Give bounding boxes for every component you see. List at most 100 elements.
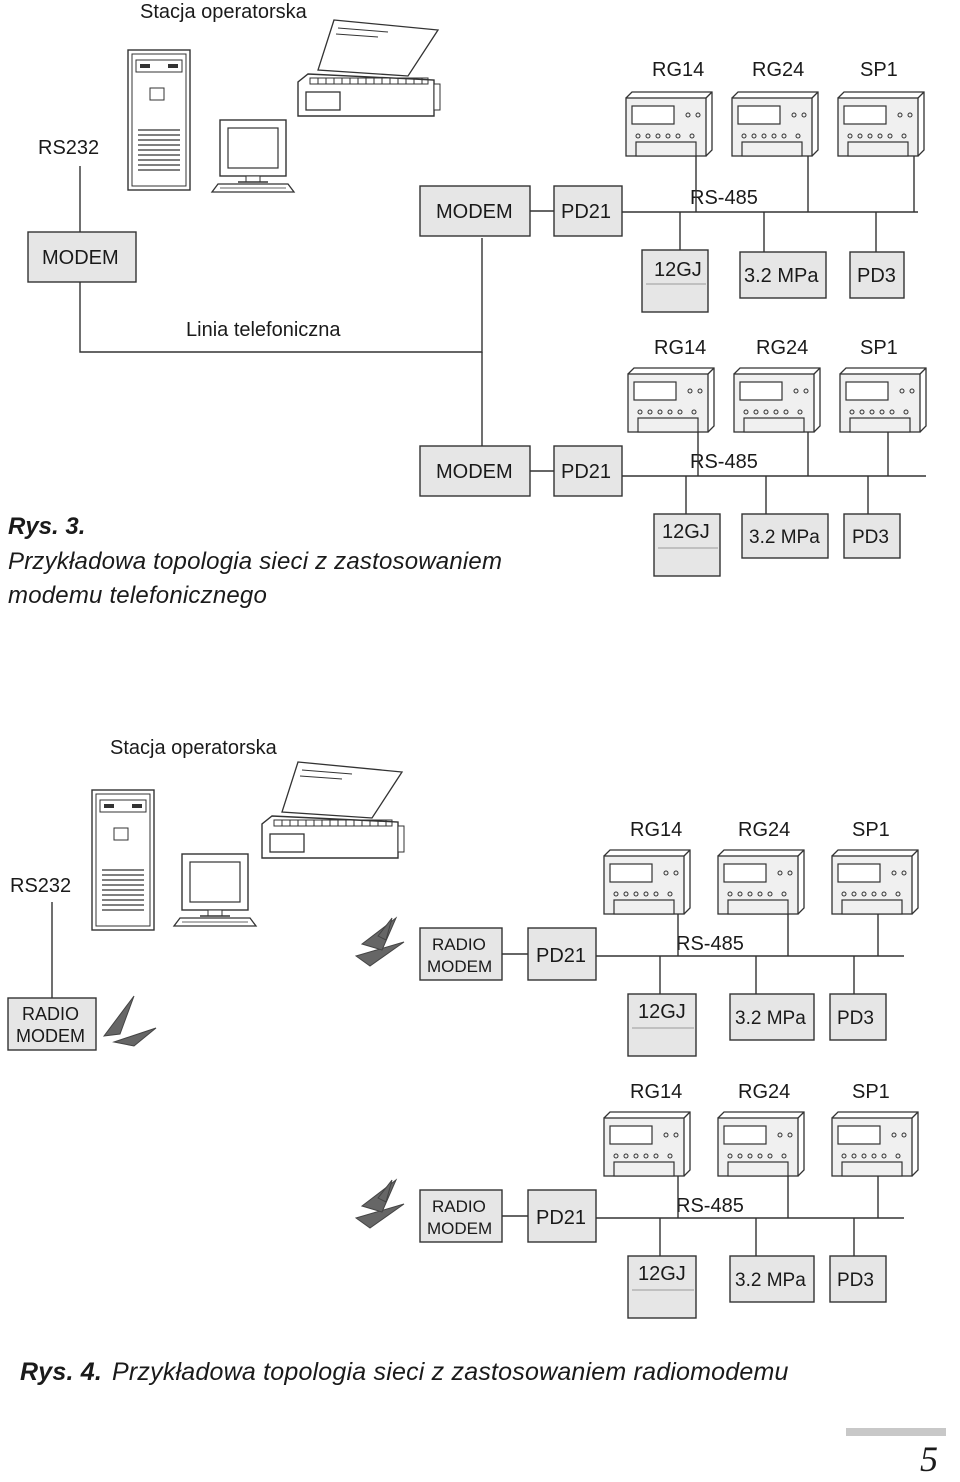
pd3-box: [843, 513, 901, 559]
subnet-1: RG14 RG24 SP1 MODEM PD21 RS-485 12GJ 3.2…: [419, 59, 925, 313]
local-modem-label: MODEM: [42, 247, 119, 269]
subnet-1: RG14 RG24 SP1 RADIO MODEM PD21 RS-485 12…: [354, 819, 919, 1057]
device-label: RG14: [652, 59, 704, 81]
radio-waves-icon: [354, 916, 405, 967]
pd3-label: PD3: [837, 1008, 874, 1029]
page-number: 5: [920, 1439, 938, 1479]
station-label: Stacja operatorska: [110, 737, 278, 759]
modem-box: [419, 185, 531, 237]
figure-4-caption-label: Rys. 4.: [20, 1358, 103, 1386]
printer-icon: [297, 19, 441, 117]
energy-meter-box: [641, 249, 709, 313]
subnet-2: RG14 RG24 SP1 RADIO MODEM PD21 RS-485 12…: [354, 1081, 919, 1319]
device-label: RG24: [738, 1081, 790, 1103]
controller-icon: [839, 367, 927, 433]
controller-icon: [625, 91, 713, 157]
energy-meter-box: [653, 513, 721, 577]
controller-icon: [717, 849, 805, 915]
device-label: RG24: [756, 337, 808, 359]
tower-pc-icon: [91, 789, 155, 931]
figure-4-caption-text: Przykładowa topologia sieci z zastosowan…: [112, 1358, 789, 1386]
bus-label: RS-485: [690, 451, 758, 473]
energy-meter-label: 12GJ: [662, 521, 710, 543]
controller-icon: [831, 1111, 919, 1177]
pd3-box: [849, 251, 905, 299]
local-radio-modem-box: [7, 997, 97, 1051]
radio-modem-label: MODEM: [427, 957, 492, 976]
local-radio-label: RADIO: [22, 1004, 79, 1024]
controller-icon: [731, 91, 819, 157]
local-radio-label: MODEM: [16, 1026, 85, 1046]
device-label: SP1: [860, 337, 898, 359]
pressure-label: 3.2 MPa: [749, 527, 820, 548]
figure-3-caption-line1: Przykładowa topologia sieci z zastosowan…: [8, 548, 503, 575]
figure-3: Stacja operatorska RS232 MODEM Linia tel…: [27, 1, 927, 577]
radio-waves-icon: [354, 1178, 405, 1229]
monitor-icon: [173, 853, 257, 927]
controller-icon: [627, 367, 715, 433]
pd3-label: PD3: [857, 265, 896, 287]
device-label: SP1: [852, 1081, 890, 1103]
radio-waves-icon: [102, 995, 157, 1047]
modem-box: [419, 445, 531, 497]
pressure-box: [741, 513, 829, 559]
energy-meter-box: [627, 993, 697, 1057]
rs232-label: RS232: [10, 875, 71, 897]
controller-icon: [837, 91, 925, 157]
pd21-box: [527, 1189, 597, 1243]
device-label: RG14: [630, 819, 682, 841]
tower-pc-icon: [127, 49, 191, 191]
radio-modem-label: MODEM: [427, 1219, 492, 1238]
radio-modem-label: RADIO: [432, 935, 486, 954]
device-label: SP1: [852, 819, 890, 841]
pd3-box: [829, 993, 887, 1041]
figure-3-caption-line2: modemu telefonicznego: [8, 582, 268, 609]
monitor-icon: [211, 119, 295, 193]
pressure-box: [729, 1255, 815, 1303]
modem-label: MODEM: [436, 461, 513, 483]
pd21-box: [527, 927, 597, 981]
controller-icon: [733, 367, 821, 433]
pressure-label: 3.2 MPa: [735, 1008, 806, 1029]
pd21-label: PD21: [536, 1207, 586, 1229]
device-label: RG24: [752, 59, 804, 81]
controller-icon: [717, 1111, 805, 1177]
pd21-label: PD21: [561, 461, 611, 483]
bus-label: RS-485: [690, 187, 758, 209]
energy-meter-label: 12GJ: [638, 1001, 686, 1023]
pd3-box: [829, 1255, 887, 1303]
energy-meter-box: [627, 1255, 697, 1319]
pressure-label: 3.2 MPa: [735, 1270, 806, 1291]
pd3-label: PD3: [852, 527, 889, 548]
station-label: Stacja operatorska: [140, 1, 308, 23]
rs232-label: RS232: [38, 137, 99, 159]
bus-label: RS-485: [676, 933, 744, 955]
pressure-box: [729, 993, 815, 1041]
energy-meter-label: 12GJ: [638, 1263, 686, 1285]
controller-icon: [831, 849, 919, 915]
phone-line-label: Linia telefoniczna: [186, 319, 341, 341]
pd3-label: PD3: [837, 1270, 874, 1291]
radio-modem-box: [419, 1189, 503, 1243]
page-number-bar: [846, 1428, 946, 1436]
radio-modem-box: [419, 927, 503, 981]
controller-icon: [603, 849, 691, 915]
printer-icon: [261, 761, 405, 859]
pressure-label: 3.2 MPa: [744, 265, 819, 287]
subnet-2: RG14 RG24 SP1 MODEM PD21 RS-485 12GJ 3.: [419, 337, 927, 577]
device-label: RG14: [630, 1081, 682, 1103]
figure-4-caption: Rys. 4. Przykładowa topologia sieci z zas…: [20, 1358, 789, 1387]
figure-3-caption-label: Rys. 3.: [8, 513, 86, 540]
bus-label: RS-485: [676, 1195, 744, 1217]
pd21-box: [553, 185, 623, 237]
pd21-label: PD21: [561, 201, 611, 223]
modem-label: MODEM: [436, 201, 513, 223]
radio-modem-label: RADIO: [432, 1197, 486, 1216]
pressure-box: [739, 251, 827, 299]
pd21-label: PD21: [536, 945, 586, 967]
device-label: SP1: [860, 59, 898, 81]
energy-meter-label: 12GJ: [654, 259, 702, 281]
device-label: RG14: [654, 337, 706, 359]
controller-icon: [603, 1111, 691, 1177]
